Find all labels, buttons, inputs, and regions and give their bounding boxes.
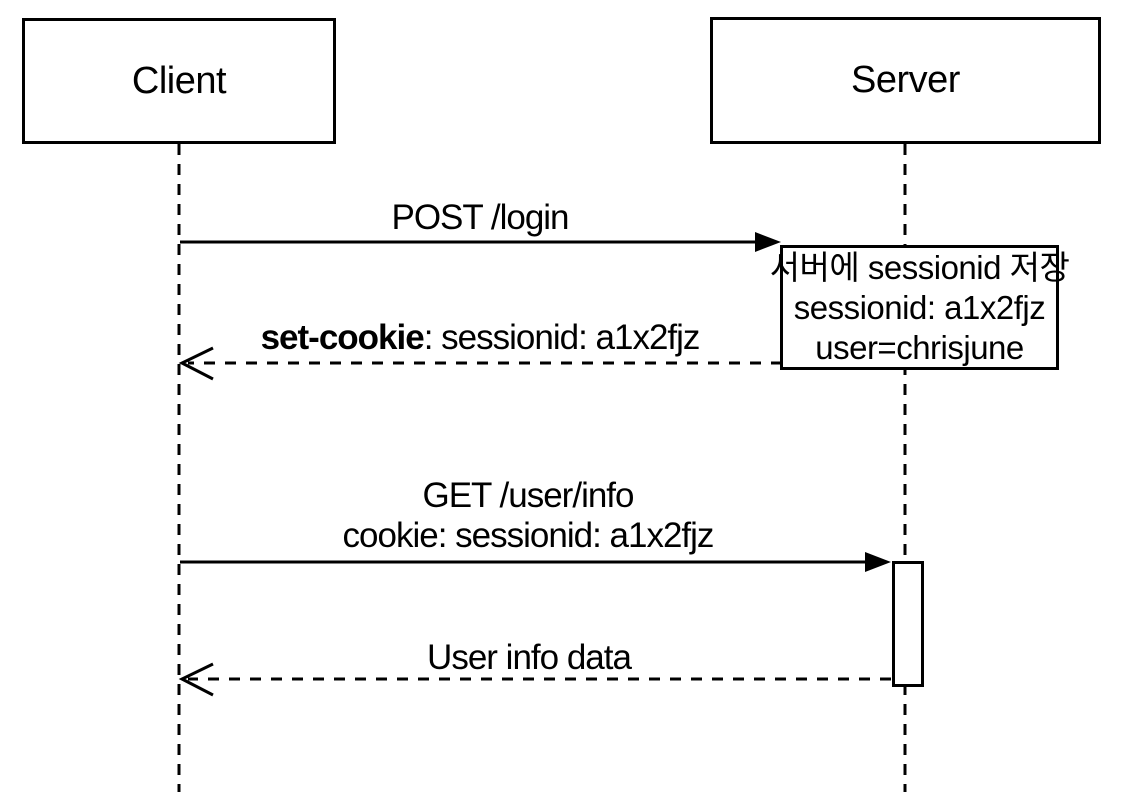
- message-label-post-login: POST /login: [391, 198, 569, 237]
- actor-box-server: Server: [710, 17, 1101, 144]
- message-label-set-cookie-bold: set-cookie: [260, 318, 425, 357]
- message-label-set-cookie: set-cookie: sessionid: a1x2fjz: [260, 318, 701, 358]
- server-activation-bar: [892, 561, 924, 687]
- message-label-get-line2: cookie: sessionid: a1x2fjz: [342, 516, 715, 555]
- message-label-get-line1: GET /user/info: [422, 476, 634, 515]
- note-box-session-storage: 서버에 sessionid 저장 sessionid: a1x2fjz user…: [770, 245, 1070, 370]
- message-label-get-user-info: GET /user/info cookie: sessionid: a1x2fj…: [342, 476, 715, 556]
- set-cookie-arrowhead-icon: [178, 346, 214, 381]
- actor-label-server: Server: [851, 59, 960, 101]
- message-label-set-cookie-rest: : sessionid: a1x2fjz: [423, 318, 701, 357]
- note-line: user=chrisjune: [815, 328, 1024, 366]
- note-line: sessionid: a1x2fjz: [793, 288, 1046, 326]
- message-label-user-info: User info data: [427, 638, 632, 677]
- post-login-arrowhead-icon: [755, 232, 781, 252]
- actor-label-client: Client: [131, 59, 227, 102]
- get-user-info-arrowhead-icon: [865, 552, 891, 572]
- note-line: 서버에 sessionid 저장: [769, 248, 1070, 286]
- actor-box-client: Client: [22, 18, 336, 144]
- user-info-arrowhead-icon: [178, 662, 214, 697]
